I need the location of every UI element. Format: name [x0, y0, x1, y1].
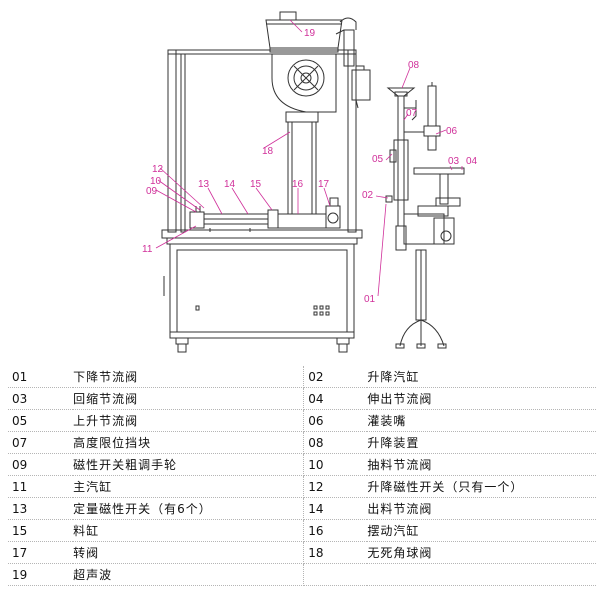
table-row: 05 上升节流阀 06 灌装嘴 — [8, 409, 596, 432]
part-number: 12 — [303, 475, 368, 498]
part-name: 摆动汽缸 — [367, 519, 596, 542]
callout-18: 18 — [262, 146, 274, 157]
part-number: 07 — [8, 431, 74, 454]
table-row: 17 转阀 18 无死角球阀 — [8, 541, 596, 564]
callout-05: 05 — [372, 154, 384, 165]
leader-lines — [155, 19, 463, 297]
main-cylinder-assembly — [189, 197, 341, 232]
part-name: 升降磁性开关（只有一个） — [367, 475, 596, 498]
part-number: 15 — [8, 519, 74, 542]
part-name: 出料节流阀 — [367, 497, 596, 520]
table-row: 11 主汽缸 12 升降磁性开关（只有一个） — [8, 475, 596, 498]
part-number: 19 — [8, 563, 74, 586]
part-name: 回缩节流阀 — [73, 387, 305, 410]
part-number: 10 — [303, 453, 368, 476]
part-number: 04 — [303, 387, 368, 410]
part-number: 11 — [8, 475, 74, 498]
part-name: 定量磁性开关（有6个） — [73, 497, 305, 520]
part-number: 17 — [8, 541, 74, 564]
part-name: 灌装嘴 — [367, 409, 596, 432]
callout-08: 08 — [408, 60, 420, 71]
table-row: 15 料缸 16 摆动汽缸 — [8, 519, 596, 542]
table-row: 07 高度限位挡块 08 升降装置 — [8, 431, 596, 454]
callout-01: 01 — [364, 294, 376, 305]
part-number — [303, 563, 368, 586]
machine-drawing: 01 02 03 04 05 06 07 08 09 10 11 12 13 1… — [142, 11, 478, 353]
table-row: 01 下降节流阀 02 升降汽缸 — [8, 366, 596, 388]
callout-16: 16 — [292, 179, 304, 190]
part-number: 16 — [303, 519, 368, 542]
part-name: 升降汽缸 — [367, 366, 596, 388]
part-name: 抽料节流阀 — [367, 453, 596, 476]
part-number: 01 — [8, 366, 74, 388]
cabinet — [163, 243, 355, 353]
part-number: 09 — [8, 453, 74, 476]
callout-10: 10 — [150, 176, 162, 187]
part-number: 08 — [303, 431, 368, 454]
part-number: 05 — [8, 409, 74, 432]
part-name: 伸出节流阀 — [367, 387, 596, 410]
table-row: 13 定量磁性开关（有6个） 14 出料节流阀 — [8, 497, 596, 520]
part-name — [367, 563, 596, 586]
callout-09: 09 — [146, 186, 158, 197]
filling-stand — [385, 82, 465, 349]
part-number: 18 — [303, 541, 368, 564]
hopper — [265, 11, 343, 53]
part-name: 主汽缸 — [73, 475, 305, 498]
part-name: 磁性开关粗调手轮 — [73, 453, 305, 476]
callout-15: 15 — [250, 179, 262, 190]
callout-07: 07 — [406, 108, 418, 119]
part-name: 转阀 — [73, 541, 305, 564]
parts-legend-table: 01 下降节流阀 02 升降汽缸 03 回缩节流阀 04 伸出节流阀 05 上升… — [8, 366, 596, 586]
callout-03: 03 — [448, 156, 460, 167]
part-name: 料缸 — [73, 519, 305, 542]
callout-13: 13 — [198, 179, 210, 190]
callout-14: 14 — [224, 179, 236, 190]
part-name: 无死角球阀 — [367, 541, 596, 564]
part-name: 上升节流阀 — [73, 409, 305, 432]
machine-frame — [161, 49, 363, 245]
callout-06: 06 — [446, 126, 458, 137]
table-row: 09 磁性开关粗调手轮 10 抽料节流阀 — [8, 453, 596, 476]
part-number: 13 — [8, 497, 74, 520]
part-number: 06 — [303, 409, 368, 432]
part-name: 升降装置 — [367, 431, 596, 454]
callout-19: 19 — [304, 28, 316, 39]
part-name: 超声波 — [73, 563, 305, 586]
part-number: 02 — [303, 366, 368, 388]
ultrasonic-housing — [271, 17, 371, 113]
callout-02: 02 — [362, 190, 374, 201]
part-name: 下降节流阀 — [73, 366, 305, 388]
callout-12: 12 — [152, 164, 164, 175]
ball-valve-column — [285, 111, 319, 215]
callout-labels: 01 02 03 04 05 06 07 08 09 10 11 12 13 1… — [142, 28, 478, 305]
part-name: 高度限位挡块 — [73, 431, 305, 454]
table-row: 19 超声波 — [8, 563, 596, 586]
part-number: 03 — [8, 387, 74, 410]
callout-17: 17 — [318, 179, 330, 190]
callout-04: 04 — [466, 156, 478, 167]
callout-11: 11 — [142, 244, 153, 255]
part-number: 14 — [303, 497, 368, 520]
table-row: 03 回缩节流阀 04 伸出节流阀 — [8, 387, 596, 410]
